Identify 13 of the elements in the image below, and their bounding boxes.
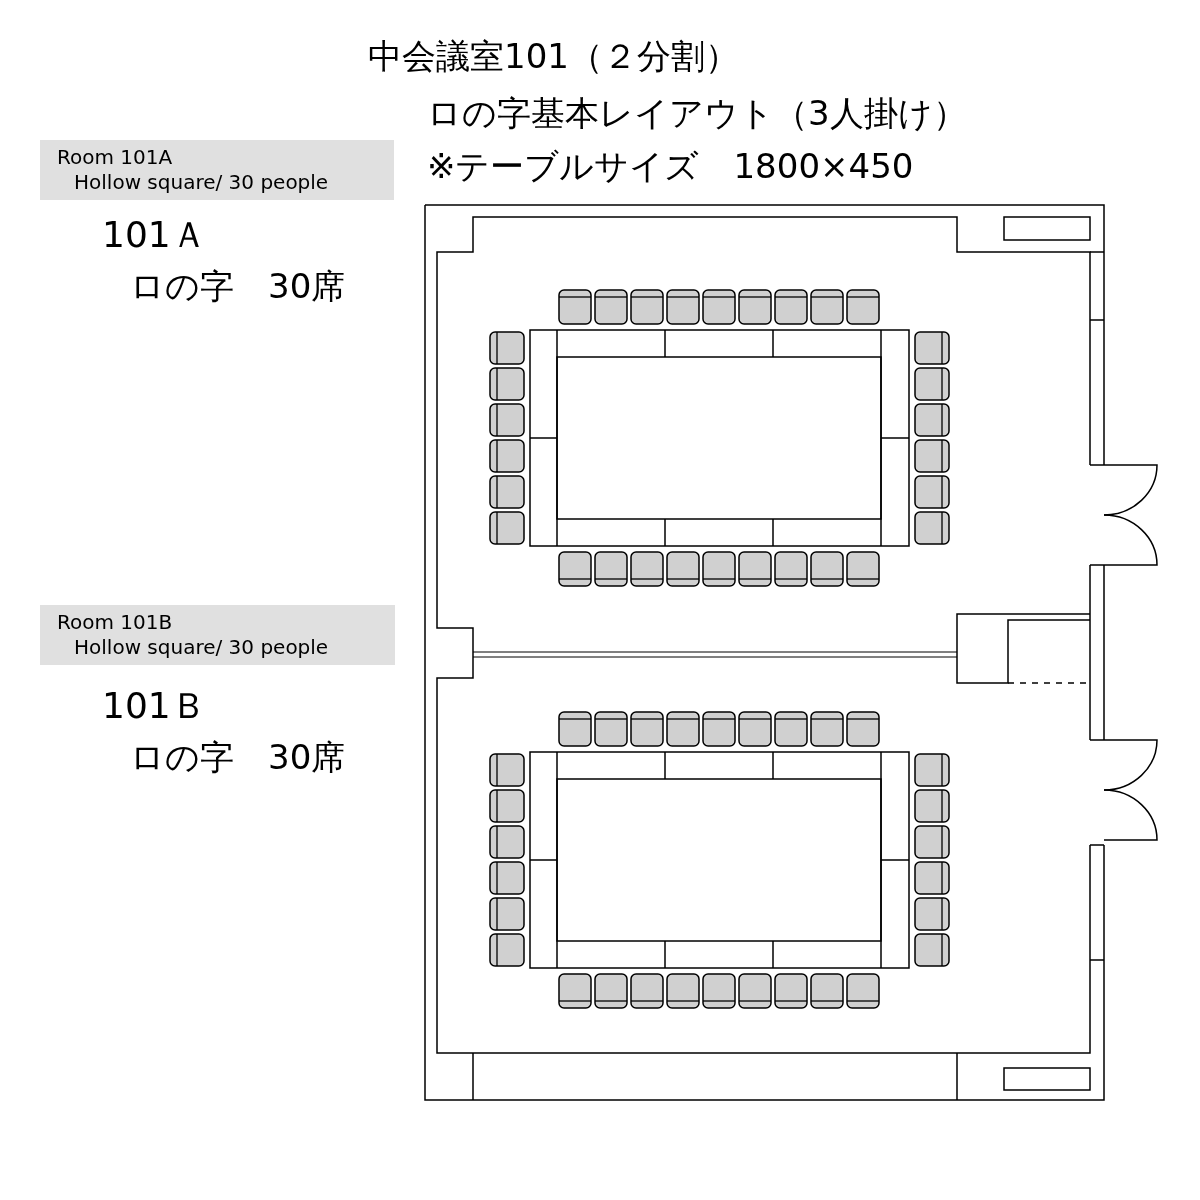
label-text: 101Ｂ <box>102 684 207 728</box>
label-text: 101Ａ <box>102 213 207 257</box>
room-label-text: Hollow square/ 30 people <box>74 170 329 195</box>
label-text: ロの字 30席 <box>130 736 346 779</box>
room-label-text: Room 101A <box>57 145 173 170</box>
room-label-text: Room 101B <box>57 610 173 635</box>
title: 中会議室101（２分割） <box>368 35 739 78</box>
label-text: ロの字基本レイアウト（3人掛け） <box>427 92 967 135</box>
room-label-box <box>40 605 395 665</box>
label-text: ロの字 30席 <box>130 265 346 308</box>
label-text: ※テーブルサイズ 1800×450 <box>427 145 914 188</box>
room-label-box <box>40 140 394 200</box>
room-label-text: Hollow square/ 30 people <box>74 635 329 660</box>
